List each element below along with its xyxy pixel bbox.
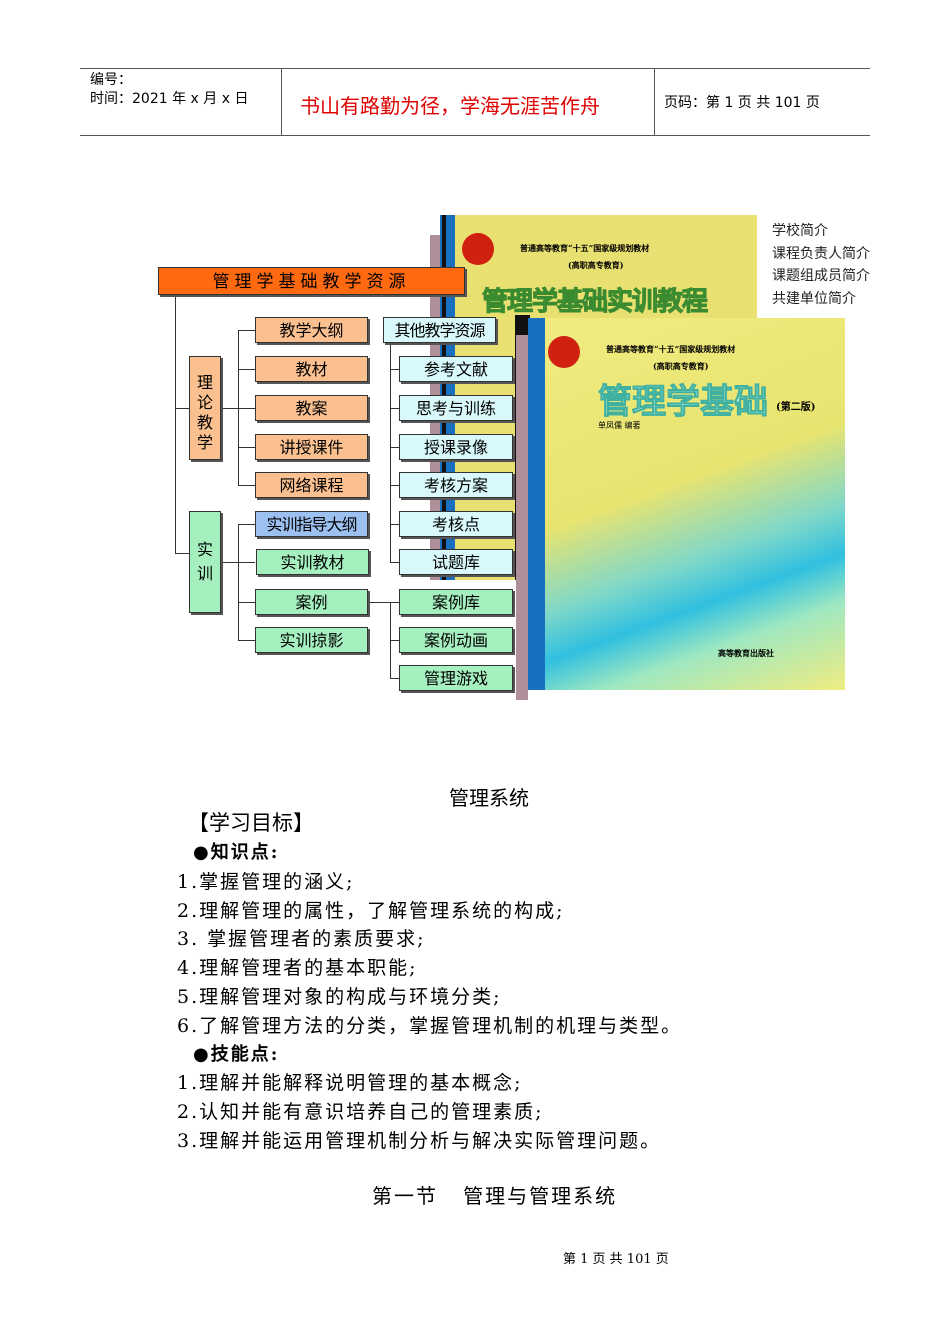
objectives-heading: 【学习目标】 xyxy=(188,811,314,835)
diagram-node: 考核方案 xyxy=(399,472,513,498)
knowledge-heading: ●知识点: xyxy=(193,842,280,863)
diagram-root: 管理学基础教学资源 xyxy=(158,267,465,295)
publisher-logo-icon xyxy=(462,233,494,265)
book-cover-main: 普通高等教育“十五”国家级规划教材 (高职高专教育) 管理学基础 (第二版) 单… xyxy=(528,318,845,690)
book-publisher: 高等教育出版社 xyxy=(718,648,774,658)
diagram-node: 考核点 xyxy=(399,511,513,537)
skill-item: 2.认知并能有意识培养自己的管理素质; xyxy=(177,1101,544,1123)
book-author: 单凤儒 编著 xyxy=(598,421,641,430)
doc-number-label: 编号： xyxy=(90,72,132,88)
knowledge-item: 5.理解管理对象的构成与环境分类; xyxy=(177,986,502,1008)
diagram-other: 其他教学资源 xyxy=(383,317,496,343)
diagram-node: 试题库 xyxy=(399,549,513,575)
diagram-node: 参考文献 xyxy=(399,356,513,382)
book-level: (高职高专教育) xyxy=(653,361,709,371)
book-series: 普通高等教育“十五”国家级规划教材 xyxy=(520,243,650,253)
link-school-intro[interactable]: 学校简介 xyxy=(772,223,828,239)
section-title: 第一节 管理与管理系统 xyxy=(372,1184,618,1208)
knowledge-item: 1.掌握管理的涵义; xyxy=(177,871,355,893)
diagram-theory: 理论教学 xyxy=(189,356,221,460)
diagram-node: 实训教材 xyxy=(256,549,369,575)
diagram-node: 讲授课件 xyxy=(255,434,368,460)
skills-heading: ●技能点: xyxy=(193,1044,280,1065)
side-links: 学校简介 课程负责人简介 课题组成员简介 共建单位简介 xyxy=(772,220,870,310)
diagram-practice: 实训 xyxy=(189,511,221,613)
diagram-node: 案例动画 xyxy=(399,627,513,653)
diagram-node: 实训指导大纲 xyxy=(255,511,368,537)
diagram-node: 教学大纲 xyxy=(255,317,368,343)
knowledge-item: 2.理解管理的属性，了解管理系统的构成; xyxy=(177,900,565,922)
diagram-node: 案例 xyxy=(255,589,368,615)
diagram-node: 授课录像 xyxy=(399,434,513,460)
book-title: 管理学基础实训教程 xyxy=(481,287,708,318)
knowledge-item: 6.了解管理方法的分类，掌握管理机制的机理与类型。 xyxy=(177,1015,683,1037)
knowledge-item: 3. 掌握管理者的素质要求; xyxy=(177,928,426,950)
book-series: 普通高等教育“十五”国家级规划教材 xyxy=(606,344,736,354)
diagram-node: 管理游戏 xyxy=(399,665,513,691)
skill-item: 1.理解并能解释说明管理的基本概念; xyxy=(177,1072,523,1094)
header-motto: 书山有路勤为径，学海无涯苦作舟 xyxy=(300,94,600,118)
content-title: 管理系统 xyxy=(449,786,529,810)
header-top-rule xyxy=(80,68,870,69)
header-divider xyxy=(281,68,282,136)
diagram-node: 思考与训练 xyxy=(399,395,513,421)
doc-time-label: 时间：2021 年 x 月 x 日 xyxy=(90,91,249,107)
footer-page-number: 第 1 页 共 101 页 xyxy=(563,1252,669,1267)
book-title: 管理学基础 xyxy=(598,382,769,423)
header-divider xyxy=(654,68,655,136)
diagram-node: 实训掠影 xyxy=(255,627,368,653)
knowledge-item: 4.理解管理者的基本职能; xyxy=(177,957,418,979)
book-level: (高职高专教育) xyxy=(568,260,624,270)
diagram-node: 案例库 xyxy=(399,589,513,615)
diagram-node: 网络课程 xyxy=(255,472,368,498)
page-number-label: 页码：第 1 页 共 101 页 xyxy=(664,95,820,111)
diagram-node: 教材 xyxy=(255,356,368,382)
diagram-node: 教案 xyxy=(255,395,368,421)
book-edition: (第二版) xyxy=(776,402,816,413)
publisher-logo-icon xyxy=(548,336,580,368)
header-bottom-rule xyxy=(80,135,870,136)
book-shadow xyxy=(516,335,528,700)
link-course-leader-intro[interactable]: 课程负责人简介 xyxy=(772,245,870,262)
skill-item: 3.理解并能运用管理机制分析与解决实际管理问题。 xyxy=(177,1130,662,1152)
link-partner-intro[interactable]: 共建单位简介 xyxy=(772,290,856,307)
link-team-members-intro[interactable]: 课题组成员简介 xyxy=(772,268,870,284)
